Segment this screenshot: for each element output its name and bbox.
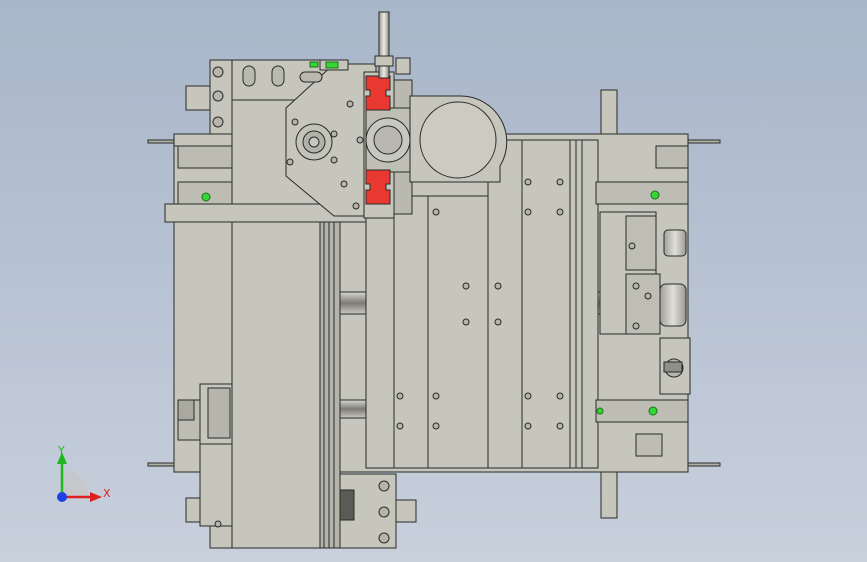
knob-slot bbox=[663, 361, 683, 373]
left-clamp bbox=[177, 399, 195, 421]
x-axis-arrow bbox=[90, 492, 102, 502]
roller-a bbox=[663, 229, 687, 257]
right-small-panel bbox=[635, 433, 663, 457]
right-rail-top bbox=[595, 181, 689, 205]
shaft-support bbox=[395, 57, 411, 75]
triad-fan bbox=[62, 470, 89, 497]
indicator-right-top bbox=[650, 190, 660, 200]
slider-carriage-bottom bbox=[365, 169, 391, 205]
shaft-collar bbox=[374, 55, 394, 67]
right-top-block bbox=[655, 145, 689, 169]
drive-shaft bbox=[378, 11, 390, 79]
slider-carriage-top bbox=[365, 75, 391, 111]
indicator-left-lower bbox=[596, 407, 604, 415]
side-bracket-inner bbox=[625, 215, 657, 271]
y-axis-label: Y bbox=[57, 444, 65, 457]
cylinder-left-lower bbox=[339, 399, 367, 419]
side-bracket-lower bbox=[625, 273, 661, 335]
y-axis-arrow bbox=[57, 452, 67, 464]
right-rail-bottom bbox=[595, 399, 689, 423]
indicator-top-cap-2 bbox=[309, 61, 319, 68]
tower-slot-3 bbox=[299, 71, 323, 83]
tower-slot-2 bbox=[271, 65, 285, 87]
guide-plate-5 bbox=[521, 139, 571, 469]
guide-plate-4 bbox=[487, 139, 523, 469]
origin-point bbox=[57, 492, 67, 502]
bottom-plate bbox=[395, 499, 417, 523]
indicator-top-cap bbox=[325, 61, 339, 69]
cylinder-left bbox=[339, 291, 367, 315]
indicator-left bbox=[201, 192, 211, 202]
roller-b bbox=[659, 283, 687, 327]
motor-end bbox=[207, 387, 231, 439]
guide-plate-6 bbox=[569, 139, 599, 469]
x-axis-label: X bbox=[103, 487, 111, 500]
bottom-dark-part bbox=[339, 489, 355, 521]
tower-slot-1 bbox=[242, 65, 256, 87]
indicator-right-bottom bbox=[648, 406, 658, 416]
pulley-wheel bbox=[419, 101, 497, 179]
guide-plate-3 bbox=[427, 195, 489, 469]
